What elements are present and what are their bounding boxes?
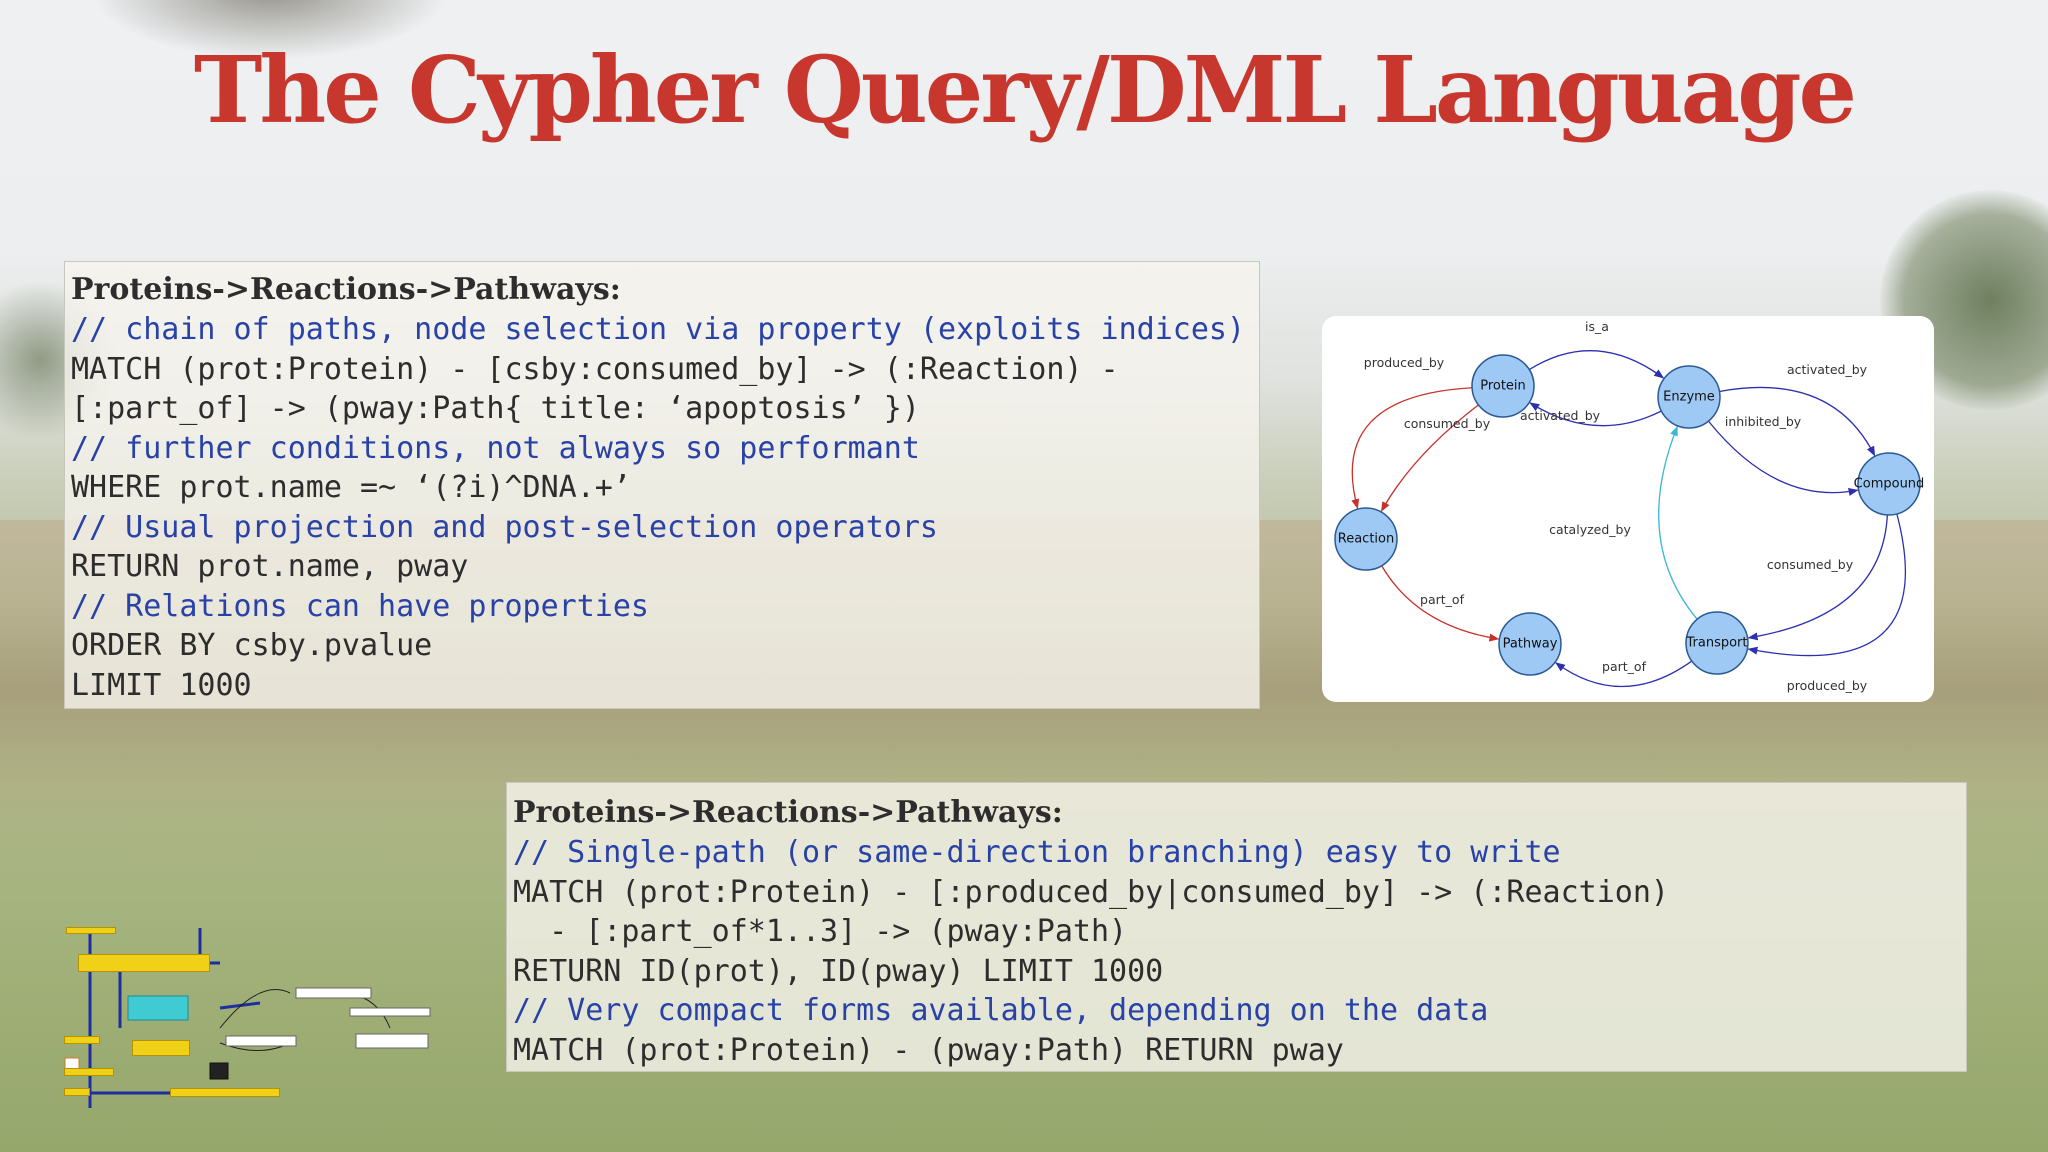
graph-edge-part-of-reac: [1381, 565, 1500, 642]
graph-node-pathway: [1498, 612, 1562, 676]
graph-node-transport: [1685, 611, 1749, 675]
thumbnail-connectors: [64, 928, 431, 1108]
thumbnail-box: [64, 1088, 90, 1096]
code-comment-line: // Relations can have properties: [71, 588, 649, 624]
graph-edge-label: activated_by: [1520, 408, 1601, 423]
thumbnail-box: [64, 1036, 100, 1044]
code-lines: // chain of paths, node selection via pr…: [71, 310, 1259, 705]
graph-edge-produced-by-comp: [1747, 513, 1906, 657]
graph-edge-label: part_of: [1602, 659, 1647, 674]
code-comment-line: // Single-path (or same-direction branch…: [513, 835, 1561, 870]
graph-node-enzyme: [1657, 365, 1721, 429]
code-comment-line: // chain of paths, node selection via pr…: [71, 312, 1245, 347]
graph-edge-produced-by-prot: [1351, 387, 1473, 510]
code-comment-line: // Usual projection and post-selection o…: [71, 509, 938, 545]
graph-node-label: Reaction: [1338, 532, 1394, 547]
code-statement-line: MATCH (prot:Protein) - [csby:consumed_by…: [71, 351, 1119, 387]
graph-node-label: Compound: [1854, 477, 1925, 492]
code-statement-line: WHERE prot.name =~ ‘(?i)^DNA.+’: [71, 470, 631, 505]
code-statement-line: - [:part_of*1..3] -> (pway:Path): [513, 914, 1128, 949]
graph-node-label: Transport: [1685, 636, 1747, 651]
slide-title: The Cypher Query/DML Language: [193, 36, 1857, 144]
graph-edge-label: produced_by: [1787, 678, 1868, 693]
code-statement-line: MATCH (prot:Protein) - [:produced_by|con…: [513, 874, 1669, 910]
thumbnail-box: [78, 954, 210, 972]
architecture-thumbnail: [60, 918, 480, 1118]
thumbnail-box: [64, 1068, 114, 1076]
code-lines: // Single-path (or same-direction branch…: [513, 833, 1966, 1070]
graph-edge-consumed-by-prot: [1380, 404, 1479, 512]
thumbnail-box: [132, 1040, 190, 1056]
code-comment-line: // further conditions, not always so per…: [71, 430, 920, 466]
graph-node-compound: [1857, 452, 1921, 516]
graph-edge-label: catalyzed_by: [1549, 522, 1631, 537]
code-statement-line: RETURN prot.name, pway: [71, 549, 469, 584]
graph-node-label: Pathway: [1503, 637, 1558, 652]
schema-graph-panel: is_a activated_by activated_by inhibited_by…: [1322, 316, 1934, 702]
graph-edge-label: is_a: [1585, 319, 1609, 334]
code-block-2: Proteins->Reactions->Pathways: // Single…: [506, 782, 1967, 1072]
code-comment-line: // Very compact forms available, dependi…: [513, 993, 1489, 1028]
graph-edge-inhibited-by: [1707, 420, 1859, 496]
graph-edge-label: consumed_by: [1404, 416, 1491, 431]
code-statement-line: RETURN ID(prot), ID(pway) LIMIT 1000: [513, 953, 1164, 989]
graph-edge-activated-by-enz-prot: [1529, 402, 1662, 427]
graph-node-label: Protein: [1480, 379, 1526, 394]
graph-edge-part-of-trans: [1555, 660, 1693, 688]
code-block-1: Proteins->Reactions->Pathways: // chain …: [64, 261, 1260, 709]
code-block-heading: Proteins->Reactions->Pathways:: [71, 272, 621, 307]
graph-edge-activated-by-enz-comp: [1719, 386, 1876, 457]
graph-edge-label: produced_by: [1364, 355, 1445, 370]
code-statement-line: [:part_of] -> (pway:Path{ title: ‘apopto…: [71, 391, 920, 426]
graph-node-label: Enzyme: [1663, 390, 1715, 405]
thumbnail-box: [66, 927, 116, 934]
code-block-heading: Proteins->Reactions->Pathways:: [513, 795, 1063, 830]
graph-edge-is-a: [1528, 350, 1665, 379]
graph-edge-consumed-by-comp: [1747, 514, 1889, 641]
code-statement-line: MATCH (prot:Protein) - (pway:Path) RETUR…: [513, 1032, 1344, 1068]
graph-edge-label: activated_by: [1787, 362, 1868, 377]
graph-edge-label: inhibited_by: [1725, 414, 1802, 429]
code-statement-line: LIMIT 1000: [71, 667, 252, 703]
graph-node-reaction: [1334, 507, 1398, 571]
graph-edge-label: consumed_by: [1767, 557, 1854, 572]
thumbnail-box: [170, 1088, 280, 1097]
graph-edge-label: part_of: [1420, 592, 1465, 607]
code-statement-line: ORDER BY csby.pvalue: [71, 628, 433, 663]
graph-edge-catalyzed-by: [1658, 425, 1698, 620]
schema-graph: is_a activated_by activated_by inhibited_by…: [1334, 319, 1925, 693]
graph-node-protein: [1471, 354, 1535, 418]
